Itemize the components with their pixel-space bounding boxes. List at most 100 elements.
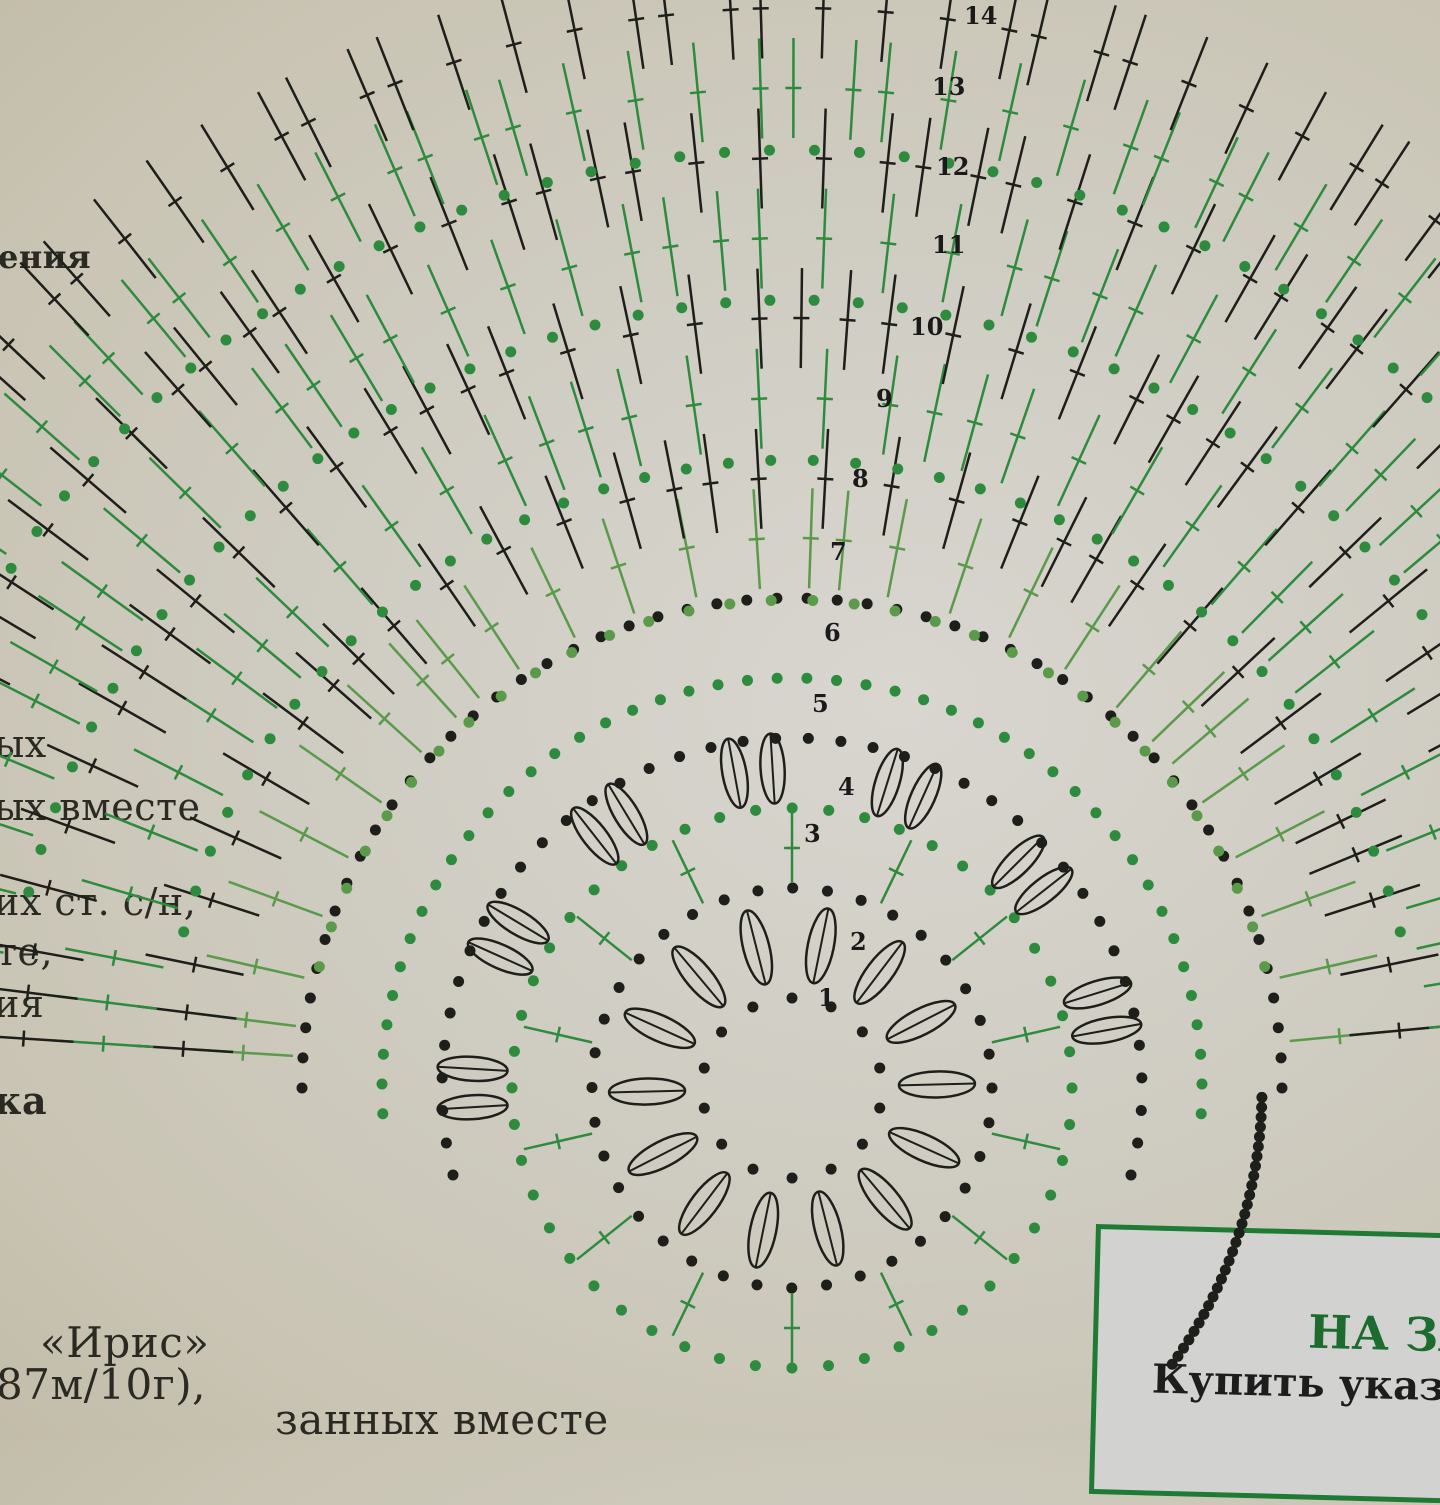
- chain-stitch-dot: [503, 786, 514, 797]
- chain-stitch-dot: [975, 483, 986, 494]
- row-number-6: 6: [824, 618, 841, 647]
- chain-stitch-dot: [370, 825, 381, 836]
- chain-stitch-dot: [23, 887, 34, 898]
- stitch-crossbar: [385, 521, 398, 530]
- chain-stitch-dot: [1359, 542, 1370, 553]
- double-crochet-stitch: [0, 639, 10, 685]
- chain-stitch-dot: [590, 1047, 601, 1058]
- chain-stitch-dot: [300, 1022, 311, 1033]
- chain-stitch-dot: [185, 362, 196, 373]
- chain-stitch-dot: [544, 1222, 555, 1233]
- stitch-crossbar: [662, 246, 678, 248]
- chain-stitch-dot: [1186, 990, 1197, 1001]
- chain-stitch-dot: [330, 905, 341, 916]
- stitch-crossbar: [27, 985, 29, 1001]
- stitch-crossbar: [273, 308, 286, 317]
- chain-stitch-dot: [899, 151, 910, 162]
- chain-stitch-dot: [1134, 1040, 1145, 1051]
- stitch-crossbar: [98, 585, 107, 598]
- chain-stitch-dot: [854, 147, 865, 158]
- chain-stitch-dot: [973, 717, 984, 728]
- stitch-crossbar: [624, 252, 640, 255]
- chain-stitch-dot: [326, 921, 337, 932]
- chain-stitch-dot: [447, 1170, 458, 1181]
- chain-stitch-dot: [1094, 916, 1105, 927]
- double-crochet-stitch: [0, 498, 6, 554]
- stitch-crossbar: [1321, 323, 1334, 332]
- row-number-4: 4: [838, 772, 855, 801]
- stitch-crossbar: [703, 482, 719, 484]
- chain-stitch-dot: [679, 1341, 690, 1352]
- chain-stitch-dot: [265, 733, 276, 744]
- chain-stitch-dot: [1029, 1223, 1040, 1234]
- chain-stitch-dot: [439, 1040, 450, 1051]
- stitch-crossbar: [817, 398, 833, 399]
- chain-stitch-dot: [564, 1253, 575, 1264]
- chain-stitch-dot: [341, 883, 352, 894]
- chain-stitch-dot: [1117, 205, 1128, 216]
- chain-stitch-dot: [674, 751, 685, 762]
- chain-stitch-dot: [537, 837, 548, 848]
- chain-stitch-dot: [1239, 1209, 1250, 1220]
- stitch-crossbar: [243, 328, 256, 337]
- chain-stitch-dot: [334, 261, 345, 272]
- double-crochet-stitch: [941, 0, 955, 69]
- chain-stitch-dot: [940, 1211, 951, 1222]
- chain-stitch-dot: [1225, 428, 1236, 439]
- chain-stitch-dot: [542, 177, 553, 188]
- chain-stitch-dot: [430, 879, 441, 890]
- stitch-crossbar: [76, 616, 85, 629]
- stitch-crossbar: [1089, 555, 1103, 563]
- chain-stitch-dot: [1074, 190, 1085, 201]
- stitch-crossbar: [816, 158, 832, 159]
- chain-stitch-dot: [1196, 1078, 1207, 1089]
- double-crochet-stitch: [1361, 749, 1440, 795]
- chain-stitch-dot: [986, 795, 997, 806]
- chain-stitch-dot: [741, 595, 752, 606]
- chain-stitch-dot: [59, 490, 70, 501]
- chain-stitch-dot: [1163, 580, 1174, 591]
- chain-stitch-dot: [424, 752, 435, 763]
- chain-stitch-dot: [801, 673, 812, 684]
- stitch-crossbar: [945, 333, 961, 336]
- chain-stitch-dot: [849, 598, 860, 609]
- double-crochet-stitch: [1407, 662, 1440, 714]
- chain-stitch-dot: [957, 1305, 968, 1316]
- stitch-crossbar: [623, 333, 639, 336]
- chain-stitch-dot: [647, 840, 658, 851]
- chain-stitch-dot: [719, 894, 730, 905]
- stitch-crossbar: [440, 581, 453, 590]
- chain-stitch-dot: [483, 807, 494, 818]
- chain-stitch-dot: [1268, 992, 1279, 1003]
- chain-stitch-dot: [1284, 699, 1295, 710]
- chain-stitch-dot: [959, 778, 970, 789]
- chain-stitch-dot: [890, 606, 901, 617]
- chain-stitch-dot: [926, 1325, 937, 1336]
- chain-stitch-dot: [787, 993, 798, 1004]
- row-number-9: 9: [876, 384, 893, 413]
- chain-stitch-dot: [381, 1019, 392, 1030]
- stitch-crossbar: [169, 197, 182, 206]
- row-number-10: 10: [910, 312, 943, 341]
- stitch-crossbar: [113, 950, 116, 966]
- stitch-crossbar: [275, 132, 289, 140]
- chain-stitch-dot: [515, 862, 526, 873]
- chain-stitch-dot: [855, 1271, 866, 1282]
- chain-stitch-dot: [528, 975, 539, 986]
- chain-stitch-dot: [747, 1001, 758, 1012]
- chain-stitch-dot: [598, 483, 609, 494]
- stitch-crossbar: [840, 319, 856, 320]
- chain-stitch-dot: [999, 732, 1010, 743]
- row-number-2: 2: [850, 927, 867, 956]
- chain-stitch-dot: [119, 423, 130, 434]
- stitch-crossbar: [33, 943, 36, 959]
- stitch-crossbar: [816, 238, 832, 239]
- chain-stitch-dot: [984, 1049, 995, 1060]
- chain-stitch-dot: [1227, 635, 1238, 646]
- chain-stitch-dot: [1009, 1253, 1020, 1264]
- cluster-stitch-line: [438, 1105, 508, 1109]
- chain-stitch-dot: [35, 844, 46, 855]
- stitch-crossbar: [915, 166, 931, 168]
- stitch-crossbar: [1388, 957, 1391, 973]
- chain-stitch-dot: [984, 1281, 995, 1292]
